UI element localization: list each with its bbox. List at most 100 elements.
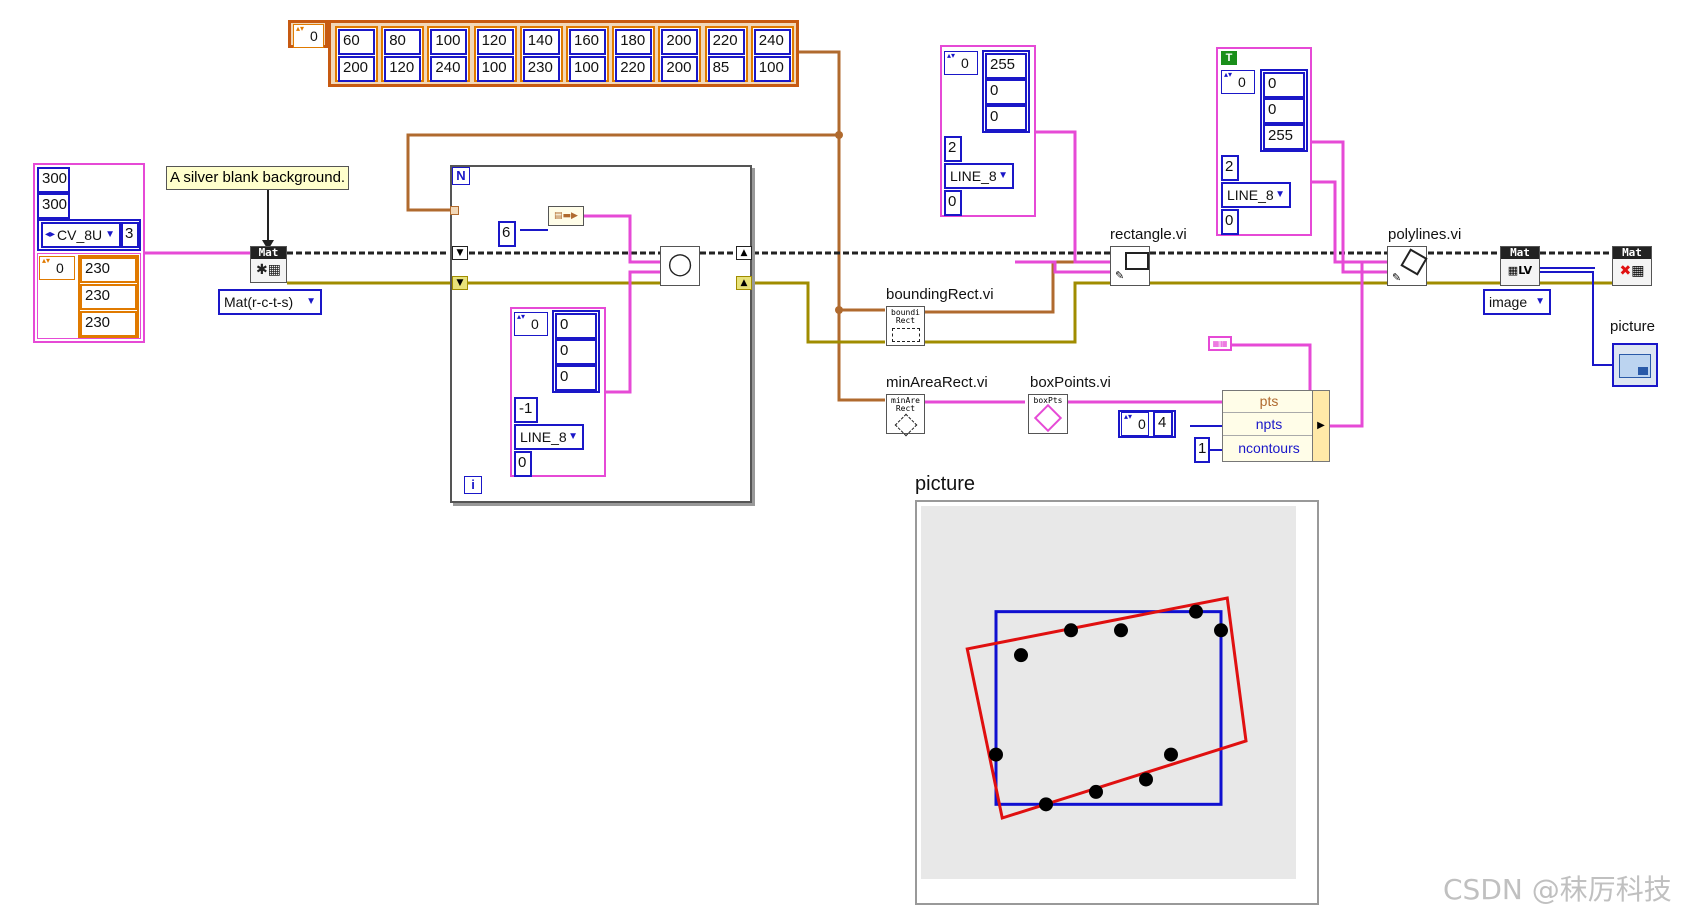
point-x[interactable]: 160 bbox=[569, 29, 606, 55]
wire-junctions bbox=[835, 131, 843, 314]
rect-color-index[interactable]: 0 bbox=[944, 51, 978, 75]
box-points-icon-text: boxPts bbox=[1033, 396, 1063, 405]
point-y[interactable]: 120 bbox=[384, 56, 422, 82]
point-y[interactable]: 85 bbox=[707, 56, 745, 82]
rectangle-label: rectangle.vi bbox=[1110, 226, 1187, 243]
point-x[interactable]: 140 bbox=[522, 29, 560, 55]
rect-color-2[interactable]: 0 bbox=[985, 105, 1027, 131]
shift-register-right-error: ▲ bbox=[736, 276, 752, 290]
error-cluster-constant[interactable]: ▦▦ bbox=[1208, 336, 1232, 351]
scalar-1[interactable]: 230 bbox=[80, 284, 137, 310]
picture-terminal-label: picture bbox=[1610, 318, 1656, 335]
circle-node[interactable]: ◯ bbox=[660, 246, 700, 286]
loop-color-index[interactable]: 0 bbox=[514, 312, 548, 336]
bounding-rect-icon-text: boundi Rect bbox=[891, 308, 920, 325]
rectangle-draw-icon bbox=[1125, 252, 1149, 270]
point-y[interactable]: 230 bbox=[522, 56, 560, 82]
point-y[interactable]: 100 bbox=[753, 56, 791, 82]
is-closed-constant[interactable]: T bbox=[1221, 51, 1237, 65]
poly-line-type[interactable]: LINE_8 ▼ bbox=[1221, 182, 1291, 208]
ring-inc-icon: ◂▸ bbox=[45, 229, 56, 240]
point-x[interactable]: 60 bbox=[338, 29, 375, 55]
integer-wire bbox=[520, 229, 1612, 451]
loop-color-2[interactable]: 0 bbox=[555, 365, 597, 391]
preview-background bbox=[921, 506, 1296, 879]
point-y[interactable]: 220 bbox=[615, 56, 653, 82]
poly-color-1[interactable]: 0 bbox=[1263, 98, 1305, 124]
point-x[interactable]: 120 bbox=[476, 29, 514, 55]
picture-terminal[interactable] bbox=[1612, 343, 1658, 387]
loop-line-type-value: LINE_8 bbox=[520, 429, 567, 445]
poly-color-0[interactable]: 0 bbox=[1263, 72, 1305, 98]
scalar-0[interactable]: 230 bbox=[80, 257, 137, 283]
contour-point bbox=[989, 747, 1003, 762]
rect-color-1[interactable]: 0 bbox=[985, 79, 1027, 105]
rectangle-node[interactable]: ✎ bbox=[1110, 246, 1150, 286]
mat-constructor-ring[interactable]: Mat(r-c-t-s) ▼ bbox=[218, 289, 322, 315]
poly-thickness[interactable]: 2 bbox=[1221, 155, 1239, 181]
npts-value[interactable]: 4 bbox=[1153, 411, 1173, 437]
circle-draw-icon: ◯ bbox=[667, 252, 693, 277]
point-x[interactable]: 220 bbox=[707, 29, 745, 55]
loop-color-1[interactable]: 0 bbox=[555, 339, 597, 365]
point-y[interactable]: 200 bbox=[661, 56, 699, 82]
loop-shift[interactable]: 0 bbox=[514, 451, 532, 477]
bounding-rect-node[interactable]: boundi Rect bbox=[886, 306, 925, 346]
contour-point bbox=[1114, 623, 1128, 638]
poly-shift[interactable]: 0 bbox=[1221, 209, 1239, 235]
point-x[interactable]: 100 bbox=[430, 29, 468, 55]
min-area-rect-node[interactable]: minAre Rect bbox=[886, 394, 925, 437]
scalar-array-index[interactable]: 0 bbox=[39, 256, 75, 280]
rect-color-0[interactable]: 255 bbox=[985, 53, 1027, 79]
poly-color-index[interactable]: 0 bbox=[1221, 70, 1255, 94]
points-array-index[interactable]: 0 bbox=[293, 24, 324, 48]
point-x[interactable]: 180 bbox=[615, 29, 653, 55]
polylines-node[interactable]: ✎ bbox=[1387, 246, 1428, 286]
loop-count-terminal[interactable]: N bbox=[452, 167, 470, 185]
preview-canvas bbox=[921, 506, 1296, 879]
point-y[interactable]: 100 bbox=[569, 56, 606, 82]
rect-thickness[interactable]: 2 bbox=[944, 136, 962, 162]
mat-type-value: CV_8U bbox=[57, 227, 103, 243]
loop-thickness[interactable]: -1 bbox=[514, 397, 538, 423]
cols-constant[interactable]: 300 bbox=[37, 193, 70, 219]
point-x[interactable]: 240 bbox=[753, 29, 791, 55]
rect-shift[interactable]: 0 bbox=[944, 190, 962, 216]
point-x[interactable]: 200 bbox=[661, 29, 699, 55]
image-output-ring[interactable]: image ▼ bbox=[1483, 289, 1551, 315]
rows-constant[interactable]: 300 bbox=[37, 167, 70, 193]
scalar-2[interactable]: 230 bbox=[80, 311, 137, 337]
polyline-bundle[interactable]: pts npts ncontours ▶ bbox=[1222, 390, 1330, 462]
picture-icon bbox=[1619, 354, 1651, 378]
mat-to-lv-icon-text: LV bbox=[1518, 264, 1533, 277]
unbundle-point-node[interactable]: ▤▬▶ bbox=[548, 206, 584, 226]
loop-line-type[interactable]: LINE_8 ▼ bbox=[514, 424, 584, 450]
preview-label: picture bbox=[915, 473, 976, 495]
box-points-node[interactable]: boxPts bbox=[1028, 394, 1068, 434]
point-y[interactable]: 240 bbox=[430, 56, 468, 82]
mat-type-ring[interactable]: ◂▸ CV_8U ▼ bbox=[41, 222, 121, 248]
loop-color-0[interactable]: 0 bbox=[555, 313, 597, 339]
poly-color-2[interactable]: 255 bbox=[1263, 124, 1305, 150]
dropdown-arrow-icon: ▼ bbox=[1535, 296, 1545, 307]
mat-to-lv-node[interactable]: Mat ▦LV bbox=[1500, 246, 1540, 286]
rect-line-type[interactable]: LINE_8 ▼ bbox=[944, 163, 1014, 189]
ncontours-value[interactable]: 1 bbox=[1194, 437, 1210, 463]
mat-release-node[interactable]: Mat ✖▦ bbox=[1612, 246, 1652, 286]
min-area-rect-icon bbox=[894, 413, 917, 437]
point-y[interactable]: 200 bbox=[338, 56, 375, 82]
poly-line-type-value: LINE_8 bbox=[1227, 187, 1274, 203]
point-x[interactable]: 80 bbox=[384, 29, 422, 55]
pen-icon: ✎ bbox=[1115, 269, 1125, 282]
channels-constant[interactable]: 3 bbox=[121, 222, 139, 248]
for-loop[interactable] bbox=[450, 165, 752, 503]
npts-array-index[interactable]: 0 bbox=[1121, 412, 1149, 436]
radius-constant[interactable]: 6 bbox=[498, 221, 516, 247]
point-y[interactable]: 100 bbox=[476, 56, 514, 82]
dropdown-arrow-icon: ▼ bbox=[998, 170, 1008, 181]
box-points-label: boxPoints.vi bbox=[1030, 374, 1111, 391]
mat-constructor-node[interactable]: Mat ✱▦ bbox=[250, 246, 287, 283]
